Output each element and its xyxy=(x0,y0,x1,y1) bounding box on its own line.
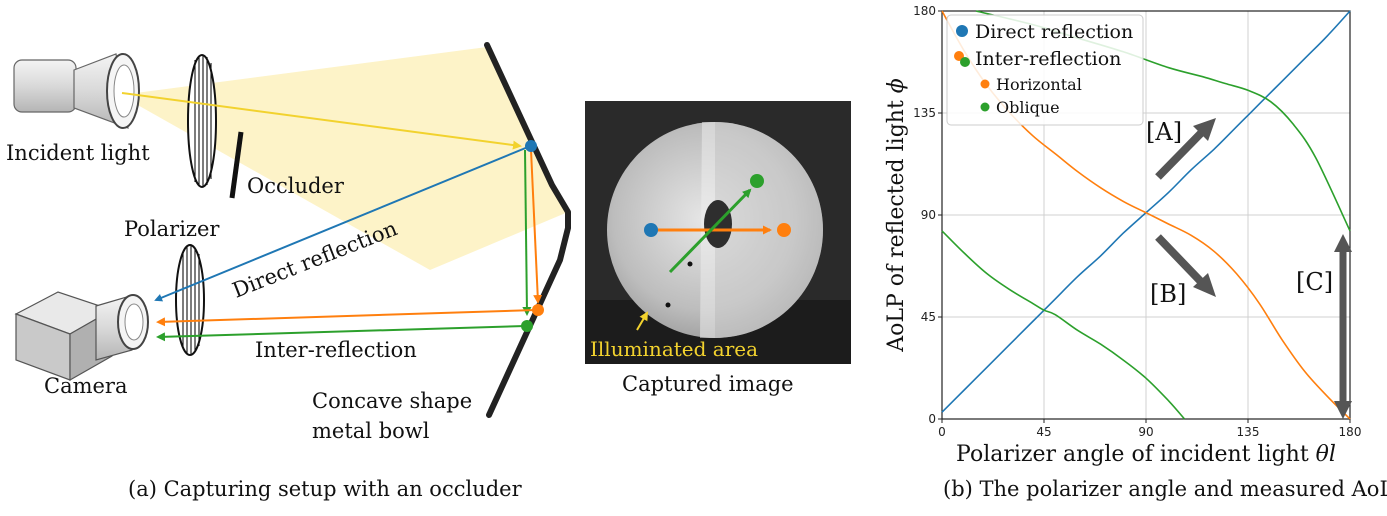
occluder-label: Occluder xyxy=(247,174,345,198)
aolp-chart: 0 45 90 135 180 0 45 90 135 180 [A] [B] [C] Direc… xyxy=(884,4,1361,467)
arrow-c-head-top xyxy=(1334,234,1352,252)
setup-diagram: Incident light Polarizer Occluder Direct… xyxy=(6,42,571,443)
legend-direct-label: Direct reflection xyxy=(975,21,1133,43)
direct-reflection-ray xyxy=(154,146,529,302)
caption-a: (a) Capturing setup with an occluder xyxy=(128,477,522,501)
camera-label: Camera xyxy=(44,374,128,398)
image-oblique-point xyxy=(750,174,764,188)
metal-bowl xyxy=(484,42,571,418)
legend-inter-marker-green xyxy=(960,57,970,67)
inter-ray-oblique-out xyxy=(156,325,526,342)
x-tick-label: 135 xyxy=(1237,425,1260,439)
illuminated-area-arrow xyxy=(636,311,649,331)
caption-b: (b) The polarizer angle and measured AoL… xyxy=(943,477,1387,501)
oblique-point xyxy=(521,320,533,332)
annotation-b: [B] xyxy=(1150,280,1186,308)
captured-image: Illuminated area xyxy=(585,101,851,364)
image-direct-point xyxy=(644,223,658,237)
y-tick-label: 0 xyxy=(928,412,936,426)
direct-point xyxy=(525,140,537,152)
incident-light-label: Incident light xyxy=(6,141,150,165)
legend-direct-marker xyxy=(956,25,968,37)
annotation-a: [A] xyxy=(1146,118,1182,146)
legend-oblique-marker xyxy=(980,102,990,112)
arrow-a xyxy=(1155,123,1211,180)
captured-image-label: Captured image xyxy=(622,372,794,396)
arrow-a-head xyxy=(1193,118,1216,141)
inter-ray-horizontal-down xyxy=(530,149,543,304)
light-cone xyxy=(120,47,568,270)
inter-ray-horizontal-out xyxy=(156,309,537,327)
polarizer-label: Polarizer xyxy=(124,217,220,241)
image-horizontal-point xyxy=(777,223,791,237)
legend-inter-label: Inter-reflection xyxy=(975,48,1121,70)
x-tick-label: 90 xyxy=(1138,425,1153,439)
y-tick-label: 90 xyxy=(921,208,936,222)
chart-ticks: 0 45 90 135 180 0 45 90 135 180 xyxy=(913,4,1361,439)
occluder-bar xyxy=(229,131,244,199)
legend-oblique-label: Oblique xyxy=(996,98,1060,117)
y-tick-label: 135 xyxy=(913,106,936,120)
legend-horizontal-marker xyxy=(980,79,990,89)
horizontal-point xyxy=(532,304,544,316)
polarizer-bottom-icon xyxy=(175,244,205,356)
legend-horizontal-label: Horizontal xyxy=(996,75,1082,94)
camera-icon xyxy=(14,291,149,382)
x-tick-label: 45 xyxy=(1036,425,1051,439)
bowl-label-line2: metal bowl xyxy=(312,419,430,443)
x-axis-label: Polarizer angle of incident light θl xyxy=(956,442,1336,467)
y-tick-label: 180 xyxy=(913,4,936,18)
arrow-c-head-bottom xyxy=(1334,401,1352,419)
annotation-c: [C] xyxy=(1296,268,1333,296)
illuminated-area-label: Illuminated area xyxy=(590,337,758,361)
bowl-label-line1: Concave shape xyxy=(312,389,472,413)
x-tick-label: 0 xyxy=(938,425,946,439)
inter-ray-oblique-down xyxy=(522,149,532,316)
arrow-b xyxy=(1155,234,1210,291)
lamp-icon xyxy=(13,53,140,129)
arrow-b-head xyxy=(1193,273,1216,297)
chart-legend: Direct reflection Inter-reflection Horiz… xyxy=(946,14,1144,126)
series-line-oblique_lower xyxy=(941,230,1186,420)
x-tick-label: 180 xyxy=(1339,425,1362,439)
inter-reflection-label: Inter-reflection xyxy=(255,338,417,362)
y-tick-label: 45 xyxy=(921,310,936,324)
image-oblique-arrow xyxy=(668,188,752,274)
y-axis-label: AoLP of reflected light ϕ xyxy=(884,78,909,353)
polarizer-top-icon xyxy=(187,54,217,188)
incident-ray xyxy=(121,92,522,150)
